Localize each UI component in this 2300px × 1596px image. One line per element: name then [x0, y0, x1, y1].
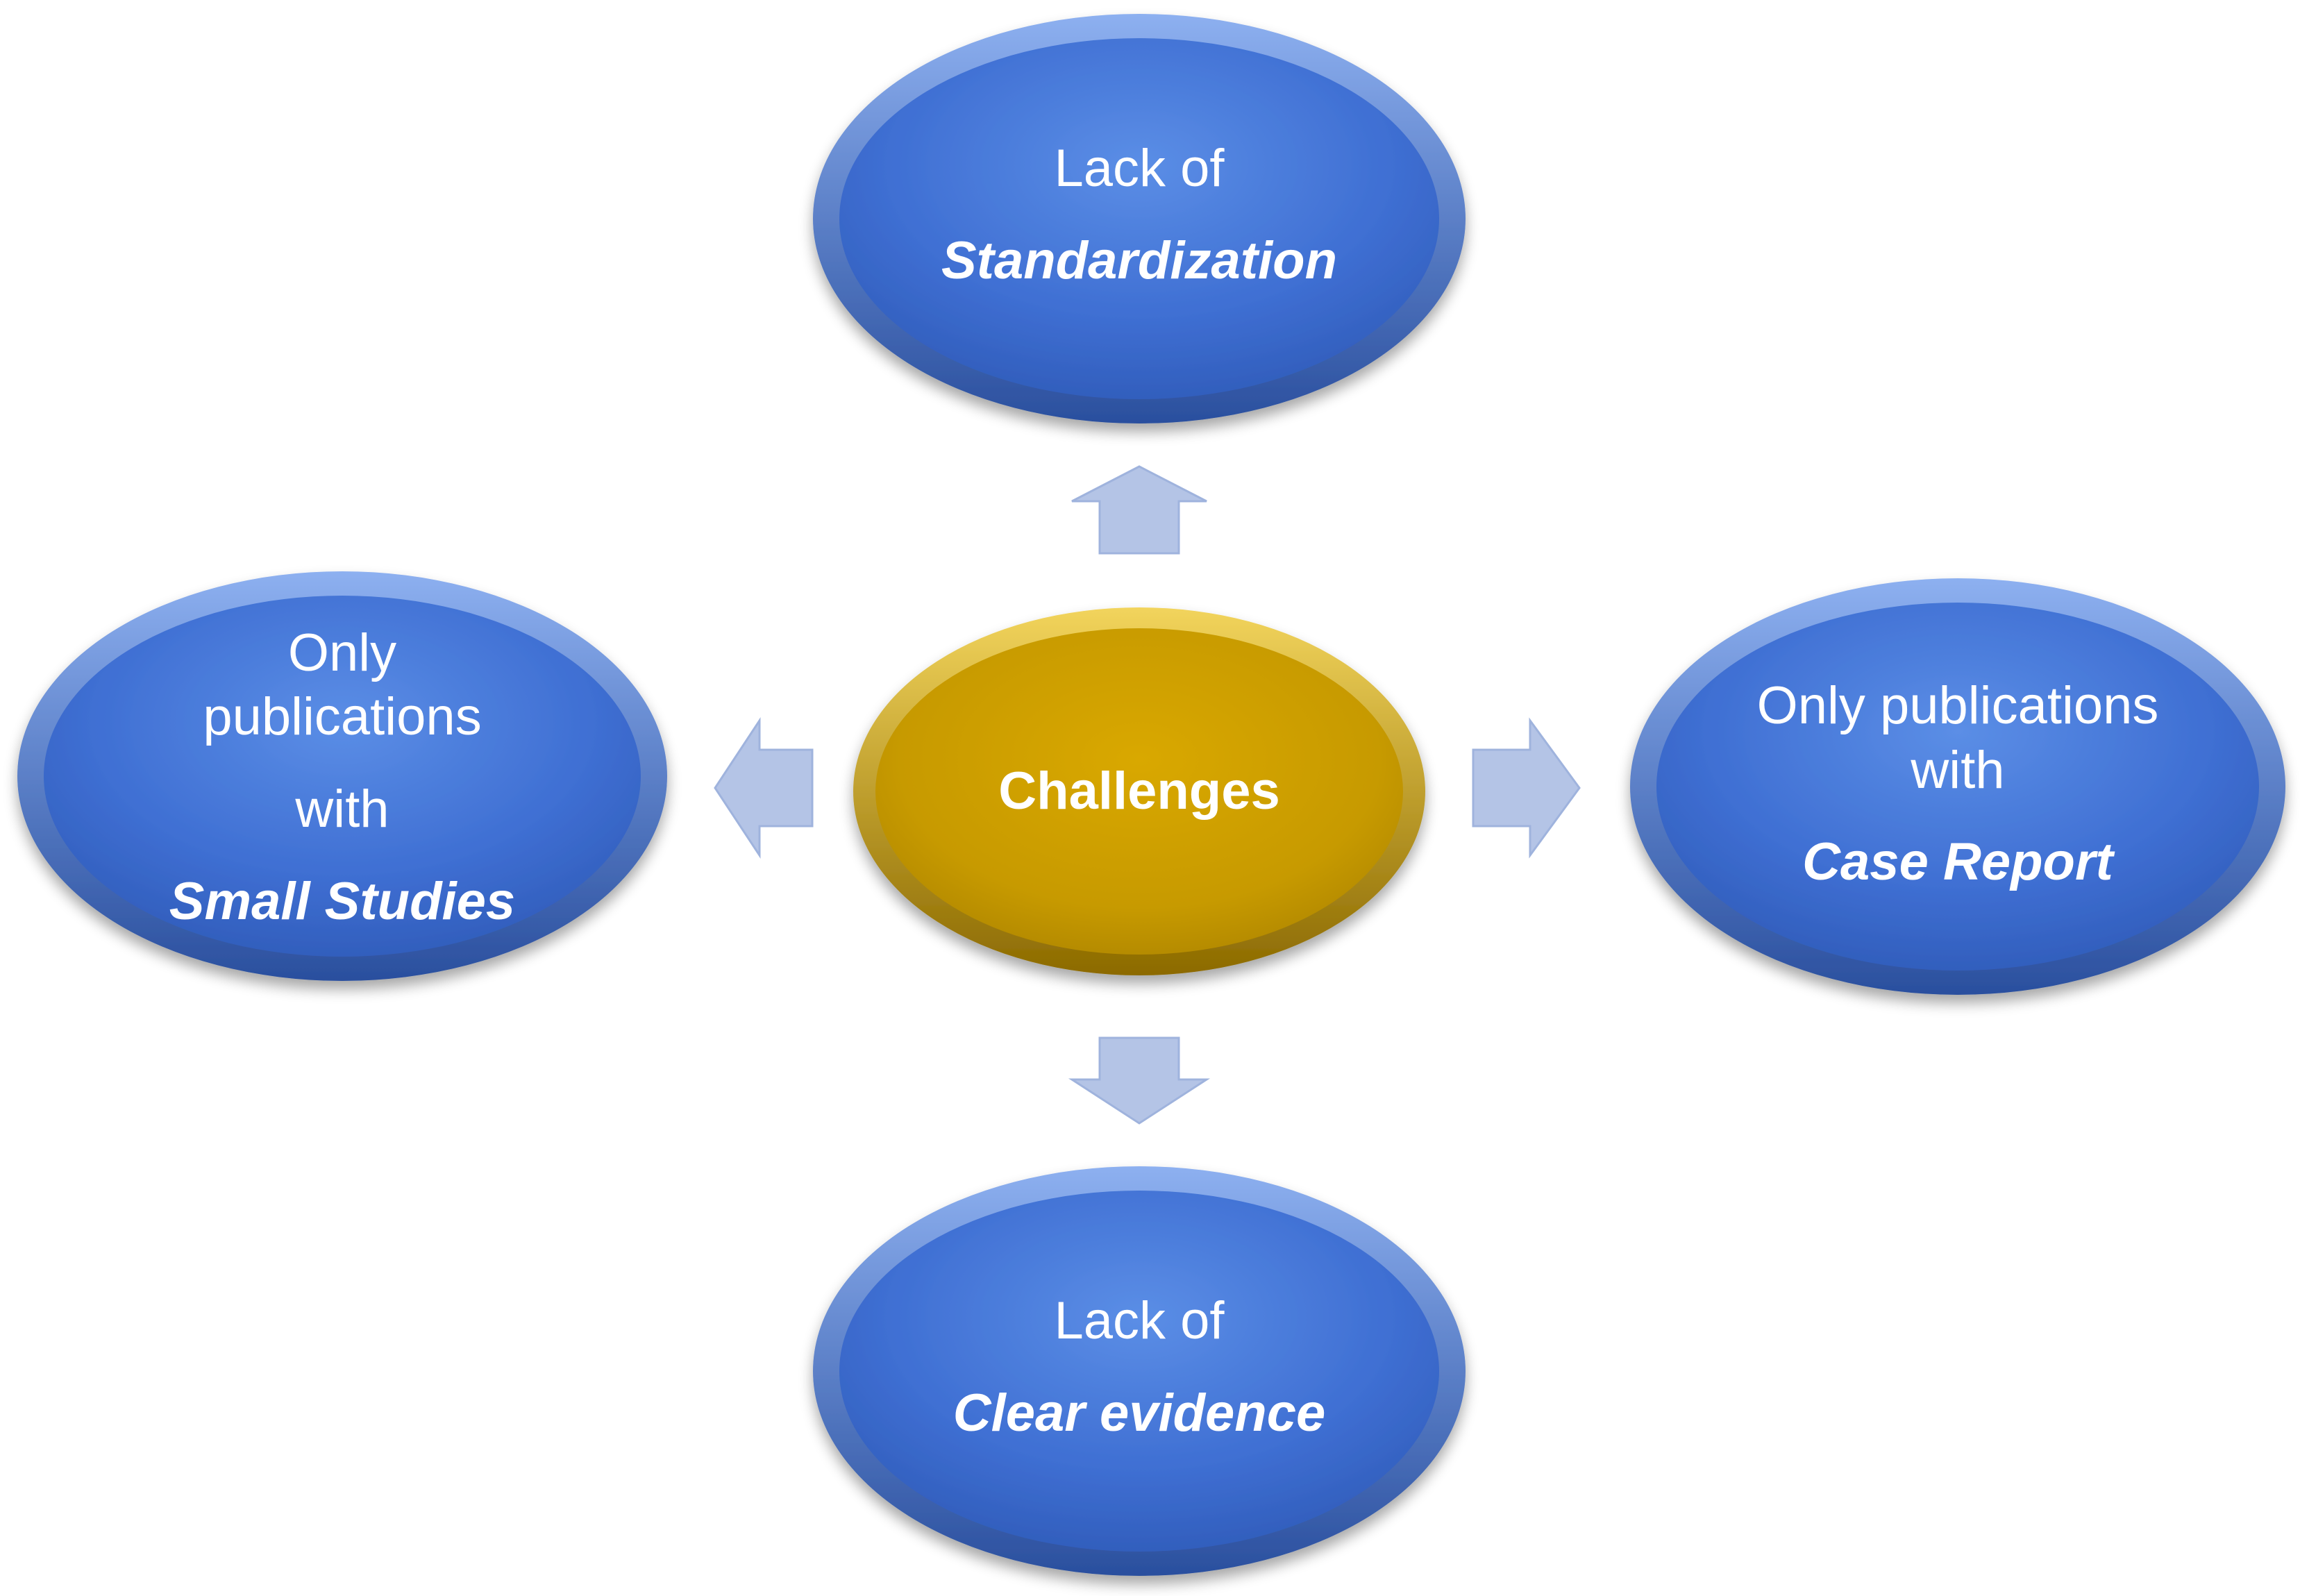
node-top: Lack of Standardization: [868, 83, 1410, 347]
node-right-line2: with: [1911, 740, 2005, 800]
node-left-line2: publications: [203, 687, 482, 747]
node-center-label: Challenges: [998, 761, 1280, 821]
node-top-emphasis: Standardization: [941, 231, 1338, 290]
node-left-emphasis: Small Studies: [169, 871, 516, 931]
node-left-line1: Only: [287, 623, 397, 682]
node-top-line1: Lack of: [1054, 139, 1225, 199]
node-center: Challenges: [910, 694, 1368, 889]
arrow-up: [1071, 465, 1207, 555]
node-left-line3: with: [295, 780, 389, 839]
node-left: Only publications with Small Studies: [78, 597, 606, 958]
arrow-right: [1472, 717, 1581, 859]
node-right: Only publications with Case Report: [1687, 639, 2228, 930]
node-right-line1: Only publications: [1756, 675, 2159, 735]
node-bottom: Lack of Clear evidence: [868, 1236, 1410, 1500]
arrow-down: [1068, 1036, 1211, 1125]
node-right-emphasis: Case Report: [1802, 832, 2113, 892]
arrow-left: [714, 717, 814, 859]
node-bottom-line1: Lack of: [1054, 1291, 1225, 1351]
node-bottom-emphasis: Clear evidence: [952, 1384, 1326, 1443]
